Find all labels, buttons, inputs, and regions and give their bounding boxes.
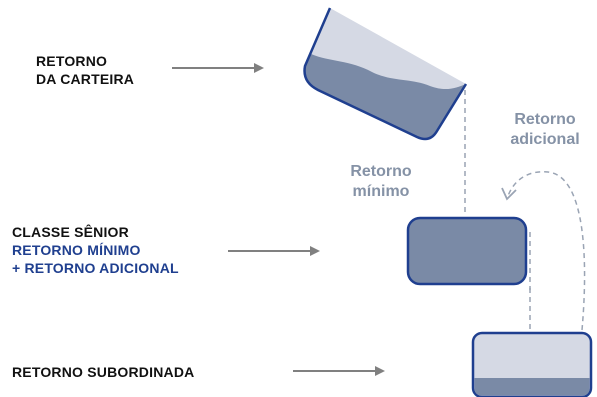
- senior-class-label-line2: RETORNO MÍNIMO: [12, 242, 141, 258]
- subordinate-container-liquid: [474, 378, 590, 396]
- additional-return-flow-label-line1: Retorno: [514, 111, 576, 128]
- additional-return-flow-label-line2: adicional: [510, 131, 580, 148]
- subordinate-return-label: RETORNO SUBORDINADA: [12, 364, 195, 380]
- senior-class-label-line3: + RETORNO ADICIONAL: [12, 260, 179, 276]
- subordinate-container: [471, 331, 593, 397]
- minimum-return-flow-label-line1: Retorno: [350, 163, 412, 180]
- minimum-return-flow-label-line2: mínimo: [352, 183, 410, 200]
- portfolio-container: [303, 7, 468, 141]
- senior-class-label: CLASSE SÊNIOR RETORNO MÍNIMO + RETORNO A…: [12, 223, 179, 277]
- additional-flow-curve: [507, 171, 586, 331]
- minimum-return-flow-label: Retorno mínimo: [336, 162, 426, 202]
- portfolio-return-label-line1: RETORNO: [36, 53, 108, 69]
- additional-flow-arrowhead: [501, 187, 517, 201]
- portfolio-container-liquid: [304, 54, 466, 139]
- senior-container: [406, 216, 528, 286]
- portfolio-return-label: RETORNO DA CARTEIRA: [36, 52, 134, 88]
- senior-class-label-line1: CLASSE SÊNIOR: [12, 224, 129, 240]
- portfolio-return-label-line2: DA CARTEIRA: [36, 71, 135, 87]
- portfolio-container-outline: [303, 7, 468, 141]
- additional-return-flow-label: Retorno adicional: [497, 110, 593, 150]
